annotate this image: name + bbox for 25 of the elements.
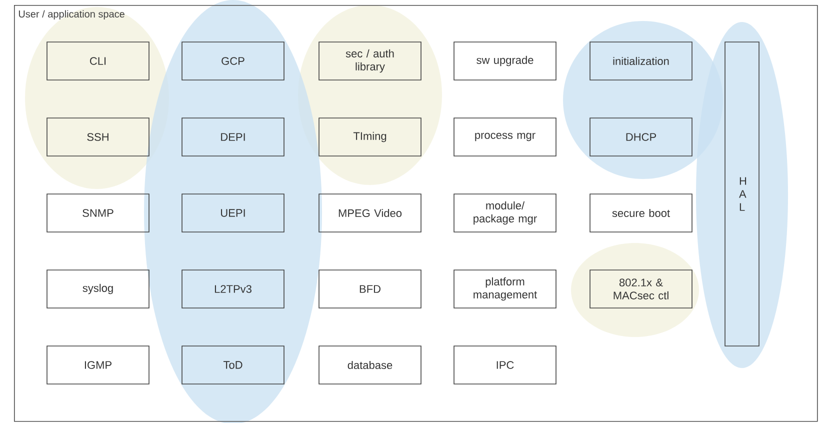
module-box: DHCP xyxy=(590,118,692,156)
module-box: process mgr xyxy=(454,118,556,156)
module-box: initialization xyxy=(590,42,692,80)
module-box: IGMP xyxy=(46,346,150,384)
module-box: H A L xyxy=(724,42,760,346)
module-box: BFD xyxy=(318,270,422,308)
module-box: database xyxy=(318,346,422,384)
module-box: IPC xyxy=(454,346,556,384)
module-box: MPEG Video xyxy=(318,194,422,232)
module-box: L2TPv3 xyxy=(182,270,284,308)
module-box: CLI xyxy=(46,42,150,80)
module-box: ToD xyxy=(182,346,284,384)
module-box: sw upgrade xyxy=(454,42,556,80)
module-box: syslog xyxy=(46,270,150,308)
module-box: 802.1x & MACsec ctl xyxy=(590,270,692,308)
module-box: platform management xyxy=(454,270,556,308)
module-box: module/ package mgr xyxy=(454,194,556,232)
module-box: SSH xyxy=(46,118,150,156)
module-box: TIming xyxy=(318,118,422,156)
module-box: sec / auth library xyxy=(318,42,422,80)
module-box: secure boot xyxy=(590,194,692,232)
module-box: UEPI xyxy=(182,194,284,232)
module-box: DEPI xyxy=(182,118,284,156)
module-box: SNMP xyxy=(46,194,150,232)
module-box: GCP xyxy=(182,42,284,80)
